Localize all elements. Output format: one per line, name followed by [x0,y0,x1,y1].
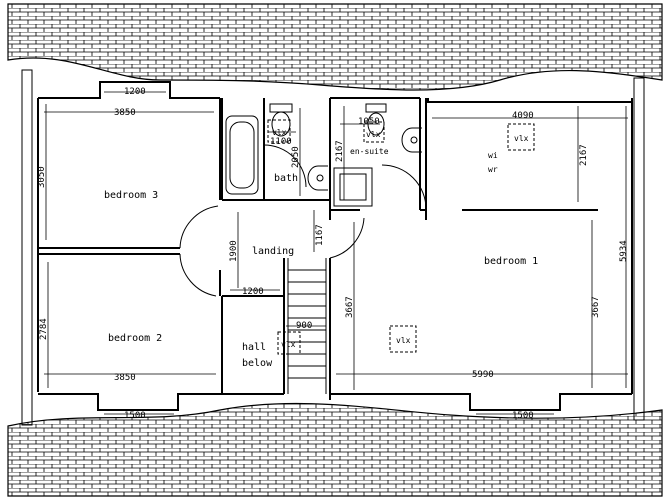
velux-window-bedroom-1-upper [507,123,535,151]
bedroom-3-label: bedroom 3 [104,190,158,201]
ensuite-basin [401,127,422,153]
left-outer-wall [21,69,33,426]
bedroom-2-door [179,253,217,297]
dim-b3-window: 1200 [124,87,146,97]
dim-landing-width: 1200 [242,287,264,297]
dim-bath-width: 1100 [270,137,292,147]
dim-b2-width: 3850 [114,373,136,383]
dim-b1-upper-width: 4090 [512,111,534,121]
dimension-lines [44,91,628,415]
bedroom-3-walls [38,98,221,296]
velux-label-bedroom-1-lower: vlx [396,336,411,345]
dim-b2-window: 1500 [124,411,146,421]
dim-b3-width: 3850 [114,108,136,118]
dim-ensuite-height: 2167 [335,140,345,162]
dim-ensuite-width: 1050 [358,117,380,127]
dim-landing-height: 1900 [229,240,239,262]
bedroom-3-door [179,205,219,249]
bedroom-2-walls [38,253,223,394]
bath-basin [307,165,328,191]
right-outer-wall [633,77,645,421]
velux-window-stair [277,331,301,355]
dim-b1-total-height: 5934 [619,240,629,262]
hall-below-label-1: hall [242,342,266,353]
dim-bath-height: 2050 [291,146,301,168]
velux-label-bedroom-1-upper: vlx [514,134,529,143]
hall-below-label-2: below [242,358,273,369]
bedroom-1-label: bedroom 1 [484,256,538,267]
dim-b2-height: 2784 [39,318,49,340]
velux-window-bedroom-1-lower [389,325,417,353]
landing-label: landing [252,246,294,257]
stair-walls [222,258,331,400]
bath-label: bath [274,173,298,184]
dim-b1-upper-height: 2167 [579,144,589,166]
ensuite-door [381,164,427,210]
bath-door [263,144,307,188]
dim-landing-gap: 1167 [315,224,325,246]
bedroom-2-label: bedroom 2 [108,333,162,344]
bath-toilet [269,103,293,113]
dim-b1-lower-left: 3667 [345,296,355,318]
velux-window-ensuite [363,121,385,143]
outer-wall-envelope [37,81,633,411]
dim-b1-lower-right: 3667 [591,296,601,318]
velux-label-bath: vlx [272,128,287,137]
ensuite-toilet [365,103,387,113]
velux-label-stair: vlx [281,340,296,349]
en-suite-label: en-suite [350,147,389,156]
ensuite-shower [333,167,373,207]
bath-tub [225,115,259,195]
velux-window-bath [267,119,291,143]
ensuite-walls [329,98,427,220]
velux-label-ensuite: vlx [366,130,381,139]
wardrobe-label-1: wi [488,151,498,160]
bath-walls [221,98,331,210]
dim-b3-height: 3050 [37,166,47,188]
roof-top [7,3,663,91]
bedroom-1-door [329,217,365,259]
dim-stair-width: 900 [296,321,312,331]
dim-b1-width: 5990 [472,370,494,380]
roof-bottom [7,402,663,497]
wardrobe-label-2: wr [488,165,498,174]
dim-b1-window: 1500 [512,411,534,421]
